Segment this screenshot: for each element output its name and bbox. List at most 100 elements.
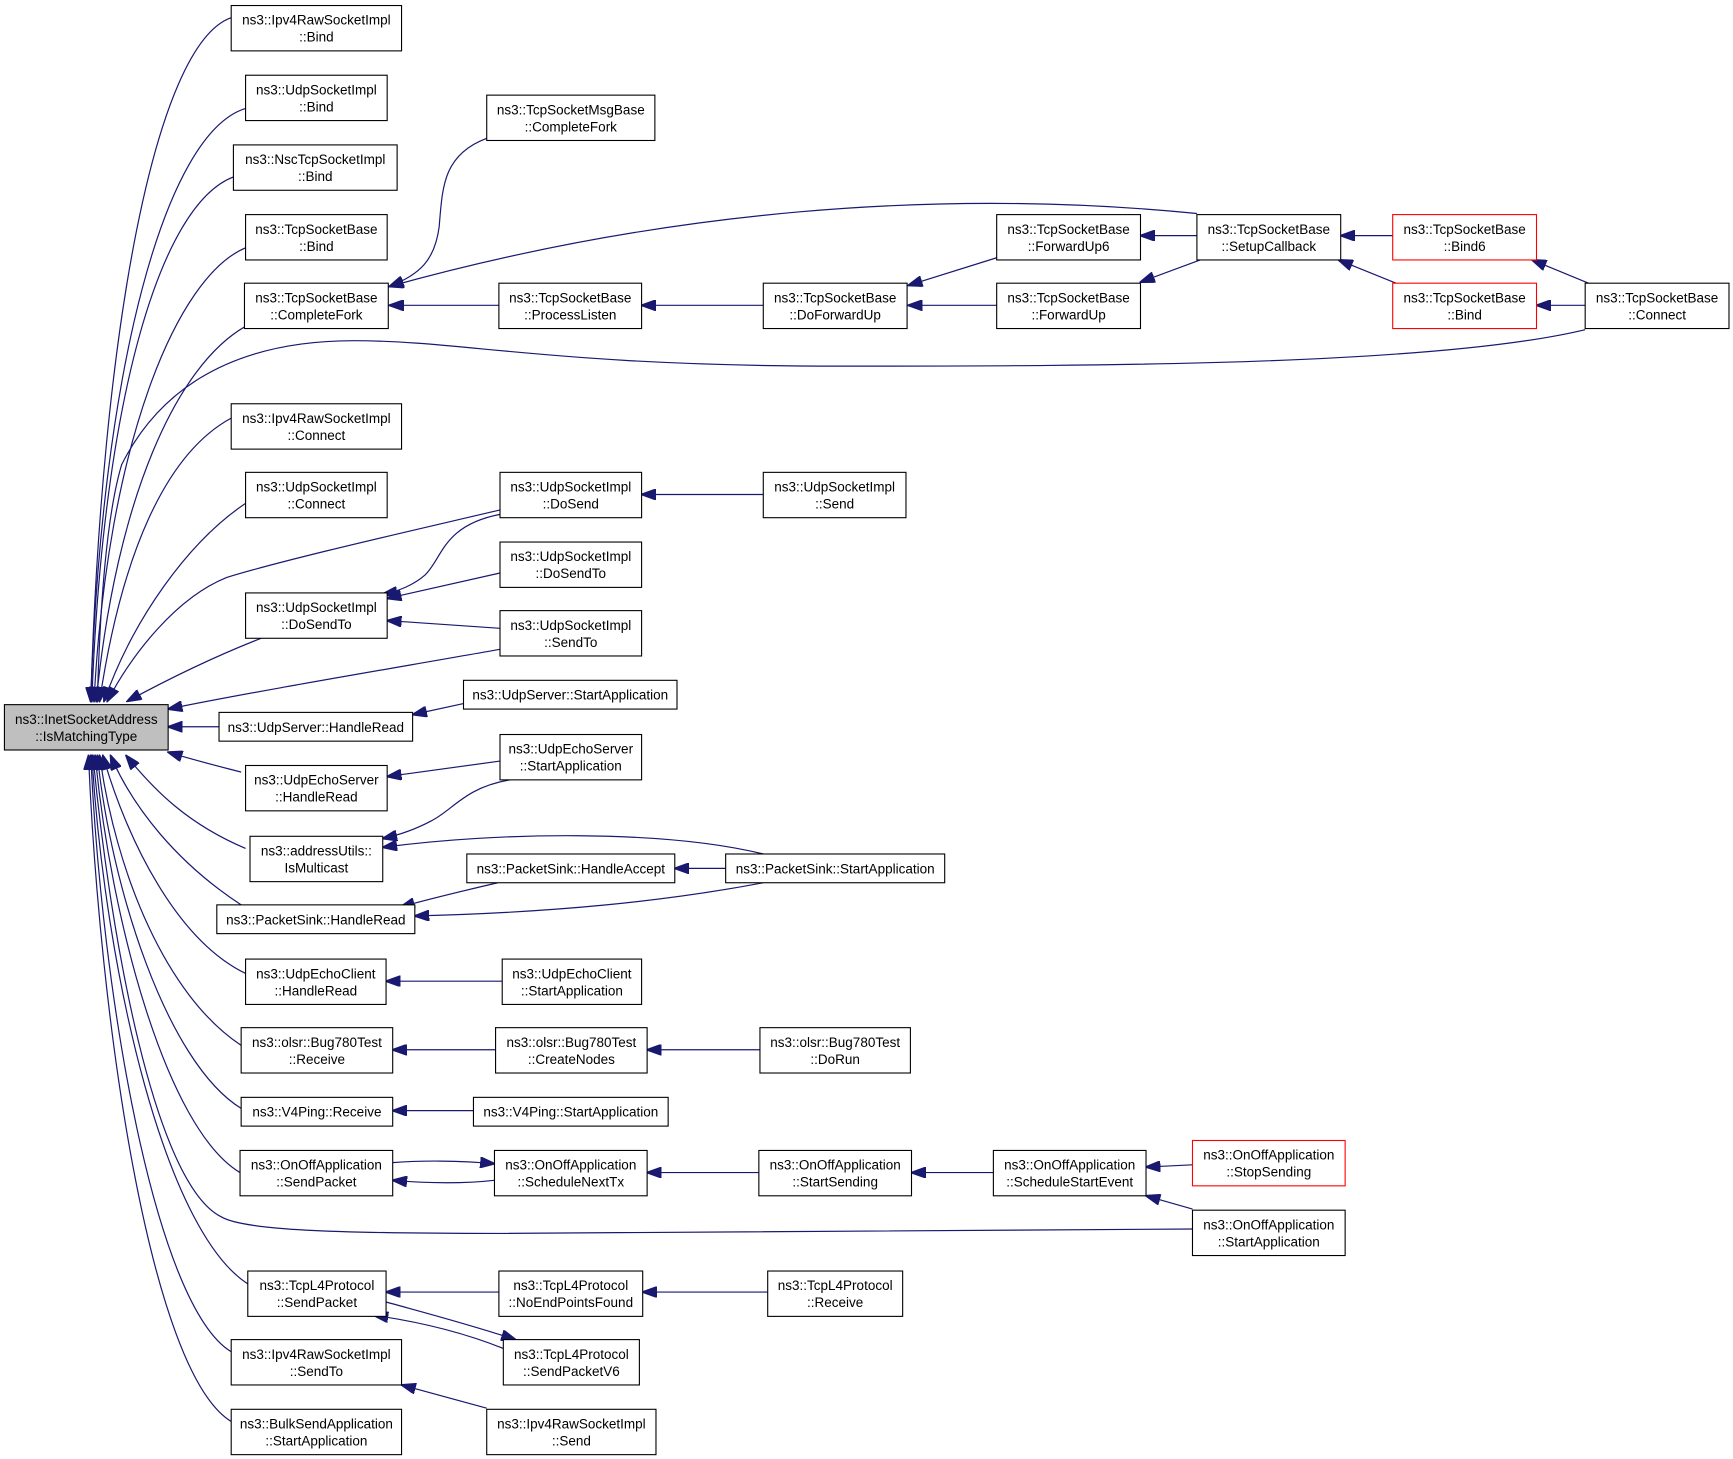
node-root[interactable]: ns3::InetSocketAddress::IsMatchingType <box>3 704 169 751</box>
node-box <box>996 214 1142 261</box>
nodes-layer: ns3::InetSocketAddress::IsMatchingTypens… <box>3 4 1730 1456</box>
node-tcpl4_receive[interactable]: ns3::TcpL4Protocol::Receive <box>767 1270 904 1317</box>
node-label: ns3::UdpSocketImpl <box>256 600 377 615</box>
node-udp_dosendto[interactable]: ns3::UdpSocketImpl::DoSendTo <box>245 592 388 639</box>
node-udpechoserver_handleread[interactable]: ns3::UdpEchoServer::HandleRead <box>245 764 388 812</box>
node-packetsink_handleread[interactable]: ns3::PacketSink::HandleRead <box>216 904 416 935</box>
node-tcp_bind6_red[interactable]: ns3::TcpSocketBase::Bind6 <box>1392 214 1538 261</box>
node-udp_dosendto_r[interactable]: ns3::UdpSocketImpl::DoSendTo <box>499 541 643 588</box>
node-udp_bind[interactable]: ns3::UdpSocketImpl::Bind <box>245 74 388 122</box>
node-box <box>243 282 389 330</box>
node-tcpl4_sendpacketv6[interactable]: ns3::TcpL4Protocol::SendPacketV6 <box>502 1339 640 1386</box>
node-tcp_bind_red[interactable]: ns3::TcpSocketBase::Bind <box>1392 282 1538 330</box>
edge-onoff_startapp-to-root <box>93 756 1193 1234</box>
edge-tcp_bind_red-to-tcp_setupcallback <box>1339 260 1397 283</box>
node-olsr_dorun[interactable]: ns3::olsr::Bug780Test::DoRun <box>759 1027 911 1074</box>
node-tcp_completefork[interactable]: ns3::TcpSocketBase::CompleteFork <box>243 282 389 330</box>
node-packetsink_startapp[interactable]: ns3::PacketSink::StartApplication <box>725 853 946 884</box>
node-v4ping_startapp[interactable]: ns3::V4Ping::StartApplication <box>472 1096 669 1127</box>
node-tcp_forwardup6[interactable]: ns3::TcpSocketBase::ForwardUp6 <box>996 214 1142 261</box>
node-box <box>216 904 416 935</box>
node-tcp_processlisten[interactable]: ns3::TcpSocketBase::ProcessListen <box>498 282 643 330</box>
node-udp_dosend[interactable]: ns3::UdpSocketImpl::DoSend <box>499 471 643 519</box>
node-label: ::CreateNodes <box>528 1052 615 1067</box>
node-box <box>230 403 403 450</box>
node-tcp_forwardup[interactable]: ns3::TcpSocketBase::ForwardUp <box>996 282 1142 330</box>
node-tcp_bind[interactable]: ns3::TcpSocketBase::Bind <box>245 214 388 261</box>
node-v4ping_receive[interactable]: ns3::V4Ping::Receive <box>240 1096 394 1127</box>
node-packetsink_handleaccept[interactable]: ns3::PacketSink::HandleAccept <box>466 853 676 884</box>
node-onoff_sendpacket[interactable]: ns3::OnOffApplication::SendPacket <box>239 1149 394 1197</box>
node-ipv4raw_sendto[interactable]: ns3::Ipv4RawSocketImpl::SendTo <box>230 1339 403 1386</box>
node-label: ns3::olsr::Bug780Test <box>252 1035 382 1050</box>
node-bulksend_startapp[interactable]: ns3::BulkSendApplication::StartApplicati… <box>230 1408 403 1456</box>
node-label: ::ForwardUp6 <box>1028 239 1110 254</box>
edge-packetsink_handleread-to-root <box>111 756 242 905</box>
node-label: ::StartSending <box>792 1175 878 1190</box>
node-tcp_doforwardup[interactable]: ns3::TcpSocketBase::DoForwardUp <box>762 282 908 330</box>
node-label: ns3::TcpL4Protocol <box>514 1347 629 1362</box>
node-tcp_setupcallback[interactable]: ns3::TcpSocketBase::SetupCallback <box>1196 214 1342 261</box>
node-label: ::SendTo <box>544 635 597 650</box>
node-box <box>486 94 656 142</box>
node-box <box>1392 214 1538 261</box>
node-label: ns3::UdpSocketImpl <box>774 480 895 495</box>
edge-packetsink_startapp-to-addressutils_ismulticast <box>383 836 764 854</box>
node-udp_send[interactable]: ns3::UdpSocketImpl::Send <box>762 471 907 519</box>
node-udpserver_handleread[interactable]: ns3::UdpServer::HandleRead <box>218 711 414 742</box>
edge-tcp_setupcallback-to-tcp_completefork <box>389 203 1197 286</box>
node-olsr_receive[interactable]: ns3::olsr::Bug780Test::Receive <box>240 1027 394 1074</box>
node-udp_sendto[interactable]: ns3::UdpSocketImpl::SendTo <box>499 610 643 657</box>
node-nsc_bind[interactable]: ns3::NscTcpSocketImpl::Bind <box>232 144 398 191</box>
node-label: ns3::UdpServer::StartApplication <box>472 688 668 703</box>
node-label: ::ForwardUp <box>1031 307 1105 322</box>
node-ipv4raw_connect[interactable]: ns3::Ipv4RawSocketImpl::Connect <box>230 403 403 450</box>
node-label: ns3::TcpSocketBase <box>255 290 377 305</box>
node-box <box>486 1408 657 1456</box>
node-label: ns3::TcpSocketBase <box>1208 222 1330 237</box>
node-ipv4raw_bind[interactable]: ns3::Ipv4RawSocketImpl::Bind <box>230 4 403 52</box>
node-label: ns3::TcpSocketMsgBase <box>497 102 645 117</box>
edge-udpserver_startapp-to-udpserver_handleread <box>413 704 464 715</box>
node-label: ::Connect <box>287 428 345 443</box>
node-box <box>759 1027 911 1074</box>
edge-onoff_startapp-to-onoff_schedulestartevent <box>1146 1196 1192 1209</box>
node-label: ::DoSend <box>543 497 599 512</box>
node-label: ns3::TcpSocketBase <box>1403 290 1525 305</box>
node-label: ns3::Ipv4RawSocketImpl <box>242 13 391 28</box>
node-onoff_startapp[interactable]: ns3::OnOffApplication::StartApplication <box>1191 1209 1346 1257</box>
edge-tcpl4_sendpacket-to-tcpl4_sendpacketv6 <box>386 1302 515 1340</box>
node-label: ns3::OnOffApplication <box>1203 1148 1334 1163</box>
node-label: ns3::UdpEchoServer <box>509 742 634 757</box>
node-tcpl4_noendpoints[interactable]: ns3::TcpL4Protocol::NoEndPointsFound <box>498 1270 644 1317</box>
node-addressutils_ismulticast[interactable]: ns3::addressUtils::IsMulticast <box>249 835 384 883</box>
node-label: ns3::olsr::Bug780Test <box>770 1035 900 1050</box>
node-label: ::CompleteFork <box>270 307 363 322</box>
node-label: ns3::TcpSocketBase <box>1596 290 1718 305</box>
node-udpechoclient_startapp[interactable]: ns3::UdpEchoClient::StartApplication <box>501 958 643 1005</box>
node-label: ::SendPacket <box>276 1175 357 1190</box>
node-onoff_schedulenexttx[interactable]: ns3::OnOffApplication::ScheduleNextTx <box>493 1149 648 1197</box>
node-udpserver_startapp[interactable]: ns3::UdpServer::StartApplication <box>462 679 678 710</box>
edge-udpechoserver_handleread-to-root <box>168 752 241 772</box>
node-onoff_schedulestartevent[interactable]: ns3::OnOffApplication::ScheduleStartEven… <box>992 1149 1147 1197</box>
node-msgbase_completefork[interactable]: ns3::TcpSocketMsgBase::CompleteFork <box>486 94 656 142</box>
node-label: ns3::UdpSocketImpl <box>510 618 631 633</box>
node-label: ::Send <box>815 497 854 512</box>
node-label: ns3::PacketSink::StartApplication <box>736 861 935 876</box>
node-box <box>245 958 387 1005</box>
node-tcpl4_sendpacket[interactable]: ns3::TcpL4Protocol::SendPacket <box>247 1270 387 1317</box>
node-onoff_stopsending_red[interactable]: ns3::OnOffApplication::StopSending <box>1191 1139 1346 1187</box>
node-tcp_connect[interactable]: ns3::TcpSocketBase::Connect <box>1584 282 1730 330</box>
node-onoff_startsending[interactable]: ns3::OnOffApplication::StartSending <box>758 1149 913 1197</box>
node-label: ::DoSendTo <box>536 566 607 581</box>
edge-msgbase_completefork-to-tcp_completefork <box>389 138 486 286</box>
node-ipv4raw_send[interactable]: ns3::Ipv4RawSocketImpl::Send <box>486 1408 657 1456</box>
node-label: ::DoRun <box>810 1052 860 1067</box>
node-udpechoclient_handleread[interactable]: ns3::UdpEchoClient::HandleRead <box>245 958 387 1005</box>
node-udpechoserver_startapp[interactable]: ns3::UdpEchoServer::StartApplication <box>499 733 643 781</box>
node-label: ns3::TcpSocketBase <box>1007 290 1129 305</box>
node-udp_connect[interactable]: ns3::UdpSocketImpl::Connect <box>245 471 388 519</box>
node-olsr_createnodes[interactable]: ns3::olsr::Bug780Test::CreateNodes <box>495 1027 648 1074</box>
node-label: ::DoSendTo <box>281 617 352 632</box>
